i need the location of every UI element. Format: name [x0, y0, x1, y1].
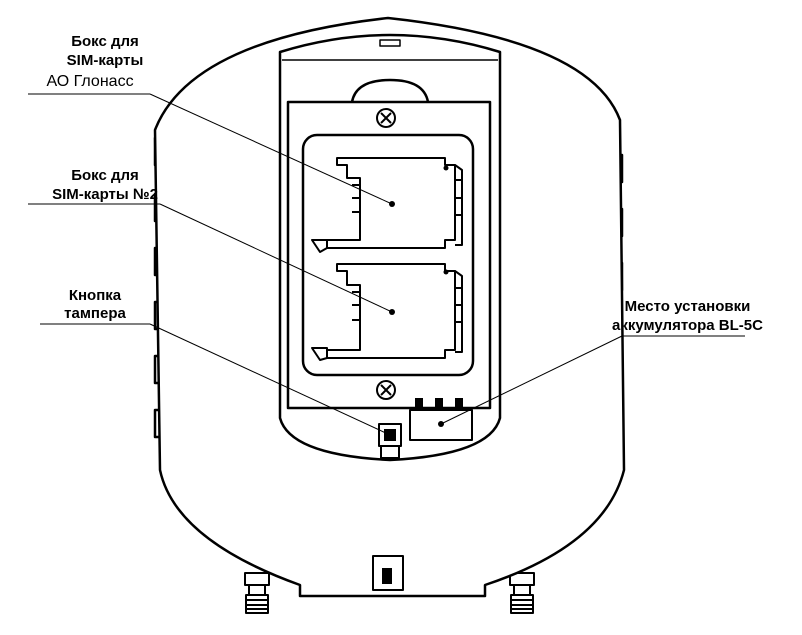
- inner-cover: [278, 33, 502, 462]
- battery-label-line2: аккумулятора BL-5C: [612, 317, 763, 334]
- bottom-screw-icon: [376, 380, 396, 400]
- left-antenna-connector: [244, 572, 270, 614]
- battery-label-line1: Место установки: [624, 298, 751, 315]
- battery-compartment: [286, 100, 492, 410]
- sim2-label-line2: SIM-карты №2: [52, 186, 158, 203]
- sim-tray: [301, 133, 475, 377]
- bottom-port: [372, 555, 404, 591]
- sim-holder-1: [311, 157, 463, 253]
- tamper-label-line2: тампера: [64, 305, 126, 322]
- battery-connector: [409, 398, 473, 441]
- sim1-label-line2: SIM-карты: [66, 52, 144, 69]
- sim1-label-line1: Бокс для: [71, 33, 139, 50]
- sim2-label-line1: Бокс для: [71, 167, 139, 184]
- device-body: [153, 16, 626, 598]
- leader-lines: [28, 93, 745, 435]
- top-screw-icon: [376, 108, 396, 128]
- sim-holder-2: [311, 263, 463, 361]
- right-antenna-connector: [509, 572, 535, 614]
- tamper-button: [378, 423, 402, 459]
- sim1-label-line3: АО Глонасс: [46, 73, 134, 90]
- tamper-label-line1: Кнопка: [68, 287, 122, 304]
- top-dome: [350, 78, 430, 103]
